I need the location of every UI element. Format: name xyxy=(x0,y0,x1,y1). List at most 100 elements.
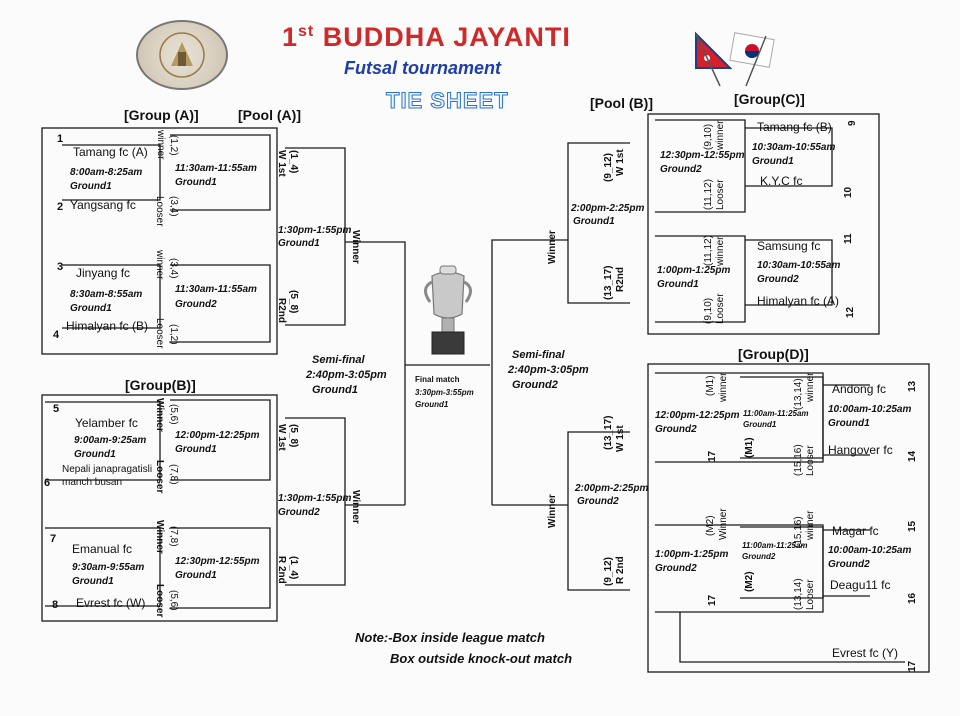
pool-a-heading: [Pool (A)] xyxy=(238,107,301,123)
match-ground: Ground1 xyxy=(70,303,112,314)
group-a-box xyxy=(41,127,278,355)
team-number: 8 xyxy=(52,599,59,611)
match-ground: Ground1 xyxy=(278,238,320,249)
match-label: Looser xyxy=(154,584,165,618)
match-ground: Ground2 xyxy=(742,552,776,561)
match-time: 10:00am-10:25am xyxy=(828,404,912,415)
match-ground: Ground2 xyxy=(757,274,799,285)
match-time: 12:30pm-12:55pm xyxy=(660,150,745,161)
team-name: Tamang fc (A) xyxy=(73,145,148,159)
winner-label: Winner xyxy=(350,490,361,524)
match-label: Winner xyxy=(154,520,165,554)
match-ground: Ground2 xyxy=(655,424,697,435)
match-label: Winner xyxy=(154,398,165,432)
match-ground: Ground1 xyxy=(657,279,699,290)
team-number: 1 xyxy=(57,133,64,145)
team-number: 3 xyxy=(57,261,64,273)
match-label: winner xyxy=(805,510,816,540)
final-label: Final match xyxy=(415,375,460,384)
match-ground: Ground2 xyxy=(175,299,217,310)
match-time: 9:30am-9:55am xyxy=(72,562,145,573)
semi-final-ground: Ground2 xyxy=(512,379,558,391)
match-code: (M1) xyxy=(705,375,716,396)
group-a-heading: [Group (A)] xyxy=(124,107,199,123)
match-ground: Ground2 xyxy=(655,563,697,574)
pool-label: R 2nd xyxy=(615,556,626,584)
semi-final-time: 2:40pm-3:05pm xyxy=(508,364,589,376)
match-label: Looser xyxy=(805,579,816,610)
match-code: 17 xyxy=(707,450,718,462)
match-label: Looser xyxy=(715,179,726,210)
match-ground: Ground2 xyxy=(660,164,702,175)
municipality-seal-icon xyxy=(136,20,228,90)
match-ground: Ground1 xyxy=(743,420,777,429)
match-time: 2:00pm-2:25pm xyxy=(571,203,645,214)
team-name: Yelamber fc xyxy=(75,416,138,430)
match-label: Winner xyxy=(718,508,729,540)
team-number: 13 xyxy=(907,380,918,392)
match-label: winner xyxy=(715,236,726,266)
pool-code: (1_4) xyxy=(288,556,299,580)
match-code: (5,6) xyxy=(168,590,179,611)
match-label: winner xyxy=(805,372,816,402)
group-d-box xyxy=(647,363,930,673)
match-time: 11:30am-11:55am xyxy=(175,284,257,295)
team-number: 5 xyxy=(53,403,60,415)
match-code: (M2) xyxy=(744,571,755,592)
match-ground: Ground1 xyxy=(70,181,112,192)
winner-label: Winner xyxy=(547,230,558,264)
team-number: 11 xyxy=(843,233,854,244)
pool-label: R 2nd xyxy=(276,556,287,584)
semi-final-time: 2:40pm-3:05pm xyxy=(306,369,387,381)
pool-code: (13_17) xyxy=(603,265,614,300)
team-number: 16 xyxy=(907,592,918,604)
pool-b-heading: [Pool (B)] xyxy=(590,95,653,111)
team-number: 4 xyxy=(53,329,60,341)
match-time: 12:00pm-12:25pm xyxy=(175,430,260,441)
group-c-box xyxy=(647,113,880,335)
match-code: (13,14) xyxy=(793,578,804,610)
match-ground: Ground1 xyxy=(175,444,217,455)
team-name: Himalyan fc (A) xyxy=(757,294,840,308)
pool-code: (9_12) xyxy=(603,153,614,182)
team-number: 15 xyxy=(907,520,918,532)
match-ground: Ground1 xyxy=(72,576,114,587)
match-time: 8:00am-8:25am xyxy=(70,167,143,178)
pool-label: W 1st xyxy=(276,424,287,451)
match-code: (M1) xyxy=(744,437,755,458)
match-code: (9,10) xyxy=(703,297,714,324)
pool-code: (5_8) xyxy=(288,424,299,448)
team-number: 10 xyxy=(843,186,854,198)
match-label: Looser xyxy=(715,293,726,324)
match-ground: Ground1 xyxy=(175,570,217,581)
match-label: winner xyxy=(154,250,165,280)
team-name: K.Y.C fc xyxy=(760,174,803,188)
match-code: (3,4) xyxy=(168,258,179,279)
match-time: 11:00am-11:25am xyxy=(743,409,809,418)
page-subtitle: Futsal tournament xyxy=(344,58,502,78)
match-time: 11:30am-11:55am xyxy=(175,163,257,174)
pool-label: W 1st xyxy=(615,425,626,452)
match-code: (13,14) xyxy=(793,378,804,410)
pool-label: R2nd xyxy=(276,298,287,323)
match-ground: Ground2 xyxy=(278,507,320,518)
trophy-icon xyxy=(418,262,478,362)
team-number: 2 xyxy=(57,201,64,213)
match-time: 1:00pm-1:25pm xyxy=(655,549,729,560)
match-ground: Ground1 xyxy=(175,177,217,188)
team-name: Himalyan fc (B) xyxy=(66,319,149,333)
page-title: 1st BUDDHA JAYANTI xyxy=(282,22,571,52)
pool-code: (1_4) xyxy=(288,150,299,174)
team-name: Magar fc xyxy=(832,524,879,538)
winner-label: Winner xyxy=(547,494,558,528)
match-code: (11,12) xyxy=(703,235,714,266)
match-code: (11,12) xyxy=(703,179,714,210)
match-code: (5,6) xyxy=(168,404,179,425)
team-name: Deagu11 fc xyxy=(830,578,891,592)
match-time: 2:00pm-2:25pm xyxy=(575,483,649,494)
pool-label: W 1st xyxy=(276,150,287,177)
match-label: Looser xyxy=(154,318,165,349)
semi-final-ground: Ground1 xyxy=(312,384,358,396)
pool-code: (9_12) xyxy=(603,557,614,586)
